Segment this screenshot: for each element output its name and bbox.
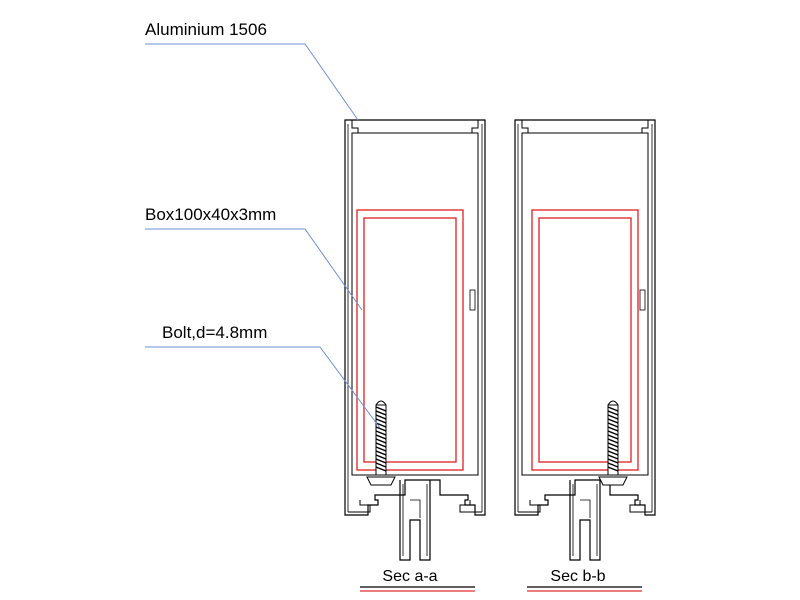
- label-aluminium: Aluminium 1506: [145, 20, 267, 39]
- bolt-left: [366, 400, 396, 486]
- profile-foot-left-a: [348, 500, 371, 513]
- leader-aluminium: [145, 43, 359, 121]
- steel-box-inner-left: [363, 217, 457, 463]
- bolt-right: [598, 400, 628, 486]
- steel-box-outer-right: [531, 209, 639, 471]
- callout-box: Box100x40x3mm: [145, 205, 363, 311]
- leader-bolt: [145, 346, 381, 429]
- profile-top-lip-right: [521, 120, 649, 133]
- connector-stem-left: [399, 480, 431, 561]
- profile-foot-right-b: [629, 500, 652, 513]
- section-title-left: Sec a-a: [382, 568, 437, 585]
- connector-stem-right: [569, 480, 601, 561]
- profile-foot-left-b: [518, 500, 541, 513]
- profile-top-lip-left: [351, 120, 479, 133]
- aluminium-profile-right: [514, 119, 656, 516]
- profile-inner-chamber-right: [521, 132, 649, 476]
- steel-box-inner-right: [538, 217, 632, 463]
- steel-box-outer-left: [356, 209, 464, 471]
- callout-aluminium: Aluminium 1506: [145, 20, 359, 121]
- profile-inner-chamber-left: [351, 132, 479, 476]
- section-b-b: Sec b-b: [514, 119, 656, 592]
- section-title-right: Sec b-b: [550, 568, 605, 585]
- profile-foot-right-a: [459, 500, 482, 513]
- callout-bolt: Bolt,d=4.8mm: [145, 323, 381, 429]
- label-bolt: Bolt,d=4.8mm: [162, 323, 267, 342]
- section-a-a: Sec a-a: [344, 119, 486, 592]
- aluminium-profile-left: [344, 119, 486, 516]
- label-box: Box100x40x3mm: [145, 205, 276, 224]
- leader-box: [145, 228, 363, 311]
